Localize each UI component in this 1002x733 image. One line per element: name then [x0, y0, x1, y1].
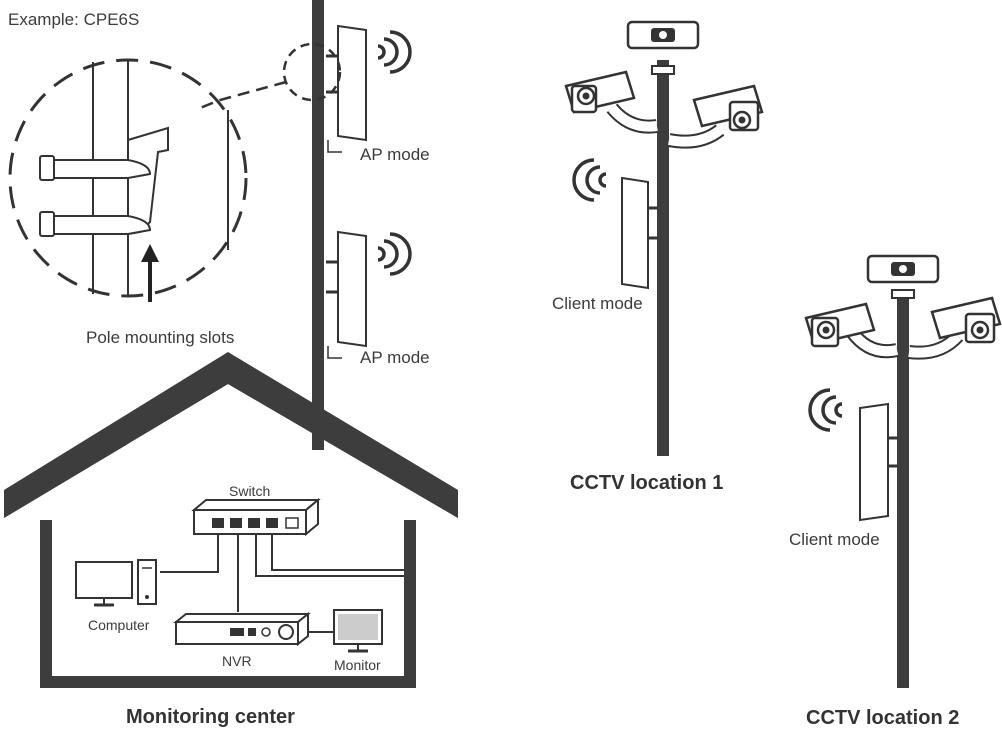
wifi-signal-icon	[808, 388, 844, 432]
switch-label: Switch	[229, 483, 270, 499]
client-mode-label-1: Client mode	[552, 294, 643, 313]
computer-label: Computer	[88, 617, 150, 633]
monitoring-pole	[312, 0, 324, 450]
computer-device: Computer	[75, 559, 157, 633]
cctv-location-2: Client mode CCTV location 2	[789, 254, 1002, 729]
network-cables	[160, 534, 404, 633]
nvr-label: NVR	[222, 653, 252, 669]
ap-device-upper: AP mode	[326, 24, 430, 164]
ap-device-lower: AP mode	[326, 230, 430, 367]
monitor-device: Monitor	[333, 609, 383, 673]
ap-mode-label-1: AP mode	[360, 145, 430, 164]
ap-mode-label-2: AP mode	[360, 348, 430, 367]
switch-device: Switch	[191, 483, 321, 537]
monitoring-center-title: Monitoring center	[126, 706, 295, 728]
cctv-location-1-title: CCTV location 1	[570, 472, 723, 494]
pole-mounting-slots-label: Pole mounting slots	[86, 328, 234, 347]
wifi-signal-icon	[572, 158, 608, 202]
cctv-location-1: Client mode CCTV location 1	[552, 20, 764, 494]
monitor-label: Monitor	[334, 657, 381, 673]
client-mode-label-2: Client mode	[789, 530, 880, 549]
detail-callout: Pole mounting slots	[8, 42, 342, 347]
wifi-signal-icon	[376, 232, 412, 276]
nvr-device: NVR	[173, 611, 311, 669]
cctv-location-2-title: CCTV location 2	[806, 707, 959, 729]
wifi-signal-icon	[376, 30, 412, 74]
caption: Example: CPE6S	[8, 10, 139, 29]
monitoring-center-building	[4, 352, 458, 688]
